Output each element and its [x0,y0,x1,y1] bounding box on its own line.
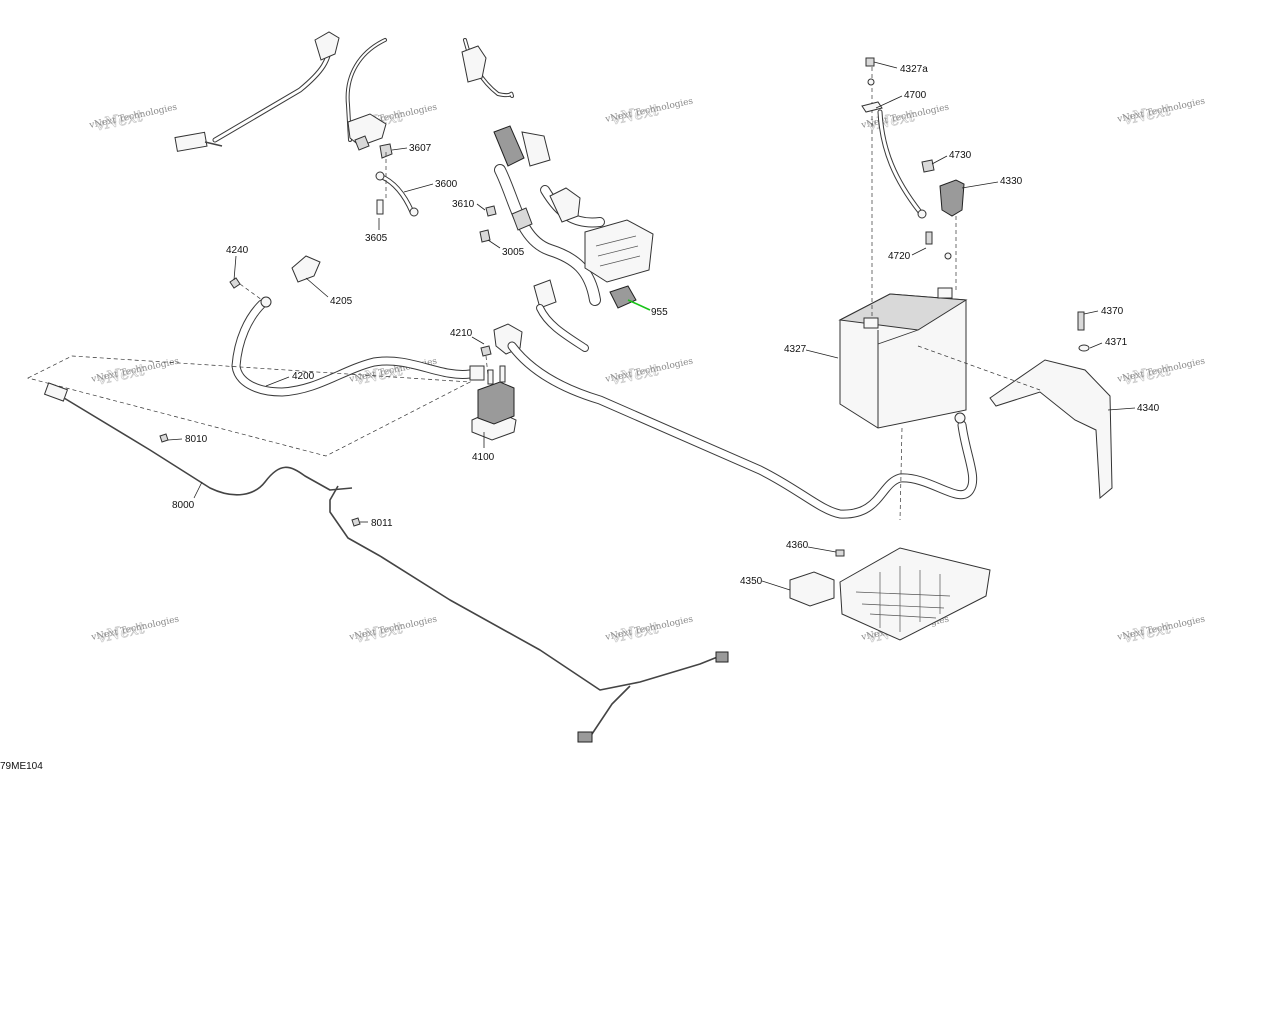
watermark: vNext vNext Technologies [604,96,695,128]
watermark: vNext vNext Technologies [1116,356,1207,388]
callout-4330: 4330 [1000,176,1023,187]
watermark: vNext vNext Technologies [348,614,439,646]
battery-cable [493,323,978,519]
positive-cable-4200 [229,255,485,397]
callout-3005: 3005 [502,247,525,258]
figure-code: 79ME104 [0,761,43,772]
callouts: 3607 3600 3610 3605 3005 4240 4205 955 4… [172,64,1160,587]
top-left-harness [174,31,340,152]
top-connector [314,31,340,61]
callout-8010: 8010 [185,434,208,445]
tray-clamp [789,571,835,607]
relay-955 [609,285,637,309]
side-connector [533,279,557,309]
solenoid-4100 [471,345,517,441]
bracket-4340 [917,311,1113,500]
callout-4205: 4205 [330,296,353,307]
callout-3610: 3610 [452,199,475,210]
callout-3600: 3600 [435,179,458,190]
bolt-4720 [925,231,933,245]
callout-3607: 3607 [409,143,432,154]
callout-4371: 4371 [1105,337,1128,348]
nut-3005 [479,229,491,243]
ground-strap-4700 [861,57,965,260]
bolt-4327a [865,57,875,67]
module-bracket [347,113,387,147]
callout-4370: 4370 [1101,306,1124,317]
leader-lines [167,61,1136,591]
callout-8000: 8000 [172,500,195,511]
watermark: vNext vNext Technologies [604,356,695,388]
terminal-cover-4330 [939,179,965,217]
callout-4700: 4700 [904,90,927,101]
callout-8011: 8011 [371,518,393,529]
battery-tray [839,547,991,641]
bolt-3605 [376,199,384,215]
harness-8000-connector [43,382,69,402]
connector-right [715,651,729,663]
battery-bracket [989,359,1113,500]
connector-bottom [577,731,593,743]
watermark: vNext vNext Technologies [88,102,179,134]
battery-tray-4350 [789,547,991,641]
cap-4205 [291,255,321,283]
watermark: vNext vNext Technologies [1116,614,1207,646]
bolt-4370 [1077,311,1085,331]
callout-4340: 4340 [1137,403,1160,414]
watermark: vNext vNext Technologies [604,614,695,646]
nut-4210 [480,345,492,357]
clip-8010 [159,433,169,443]
callout-4100: 4100 [472,452,495,463]
ground-strap-3600-group [345,38,419,217]
callout-3605: 3605 [365,233,388,244]
watermark: vNext vNext Technologies [90,614,181,646]
callout-4240: 4240 [226,245,249,256]
callout-4327: 4327 [784,344,807,355]
nut-4730 [921,159,935,173]
clip-8011 [351,517,361,527]
callout-4730: 4730 [949,150,972,161]
callout-955: 955 [651,307,668,318]
callout-4200: 4200 [292,371,315,382]
battery-terminal-negative [863,317,879,329]
fuse-connector [493,125,525,167]
screw-3610 [485,205,497,217]
callout-4350: 4350 [740,576,763,587]
bolt-4240 [229,277,241,289]
callout-4327a: 4327a [900,64,928,75]
harness-connector [174,131,208,152]
main-wiring-harness [461,38,654,352]
callout-4720: 4720 [888,251,911,262]
connector-3005-block [511,207,533,231]
battery-4327 [838,60,968,521]
screw-4360 [835,549,845,557]
callout-4360: 4360 [786,540,809,551]
watermark: vNext vNext Technologies [1116,96,1207,128]
washer-4371 [1078,344,1090,352]
callout-4210: 4210 [450,328,473,339]
harness-8000 [27,355,729,743]
nut-3607 [379,143,393,159]
battery-terminal-positive [937,287,953,299]
